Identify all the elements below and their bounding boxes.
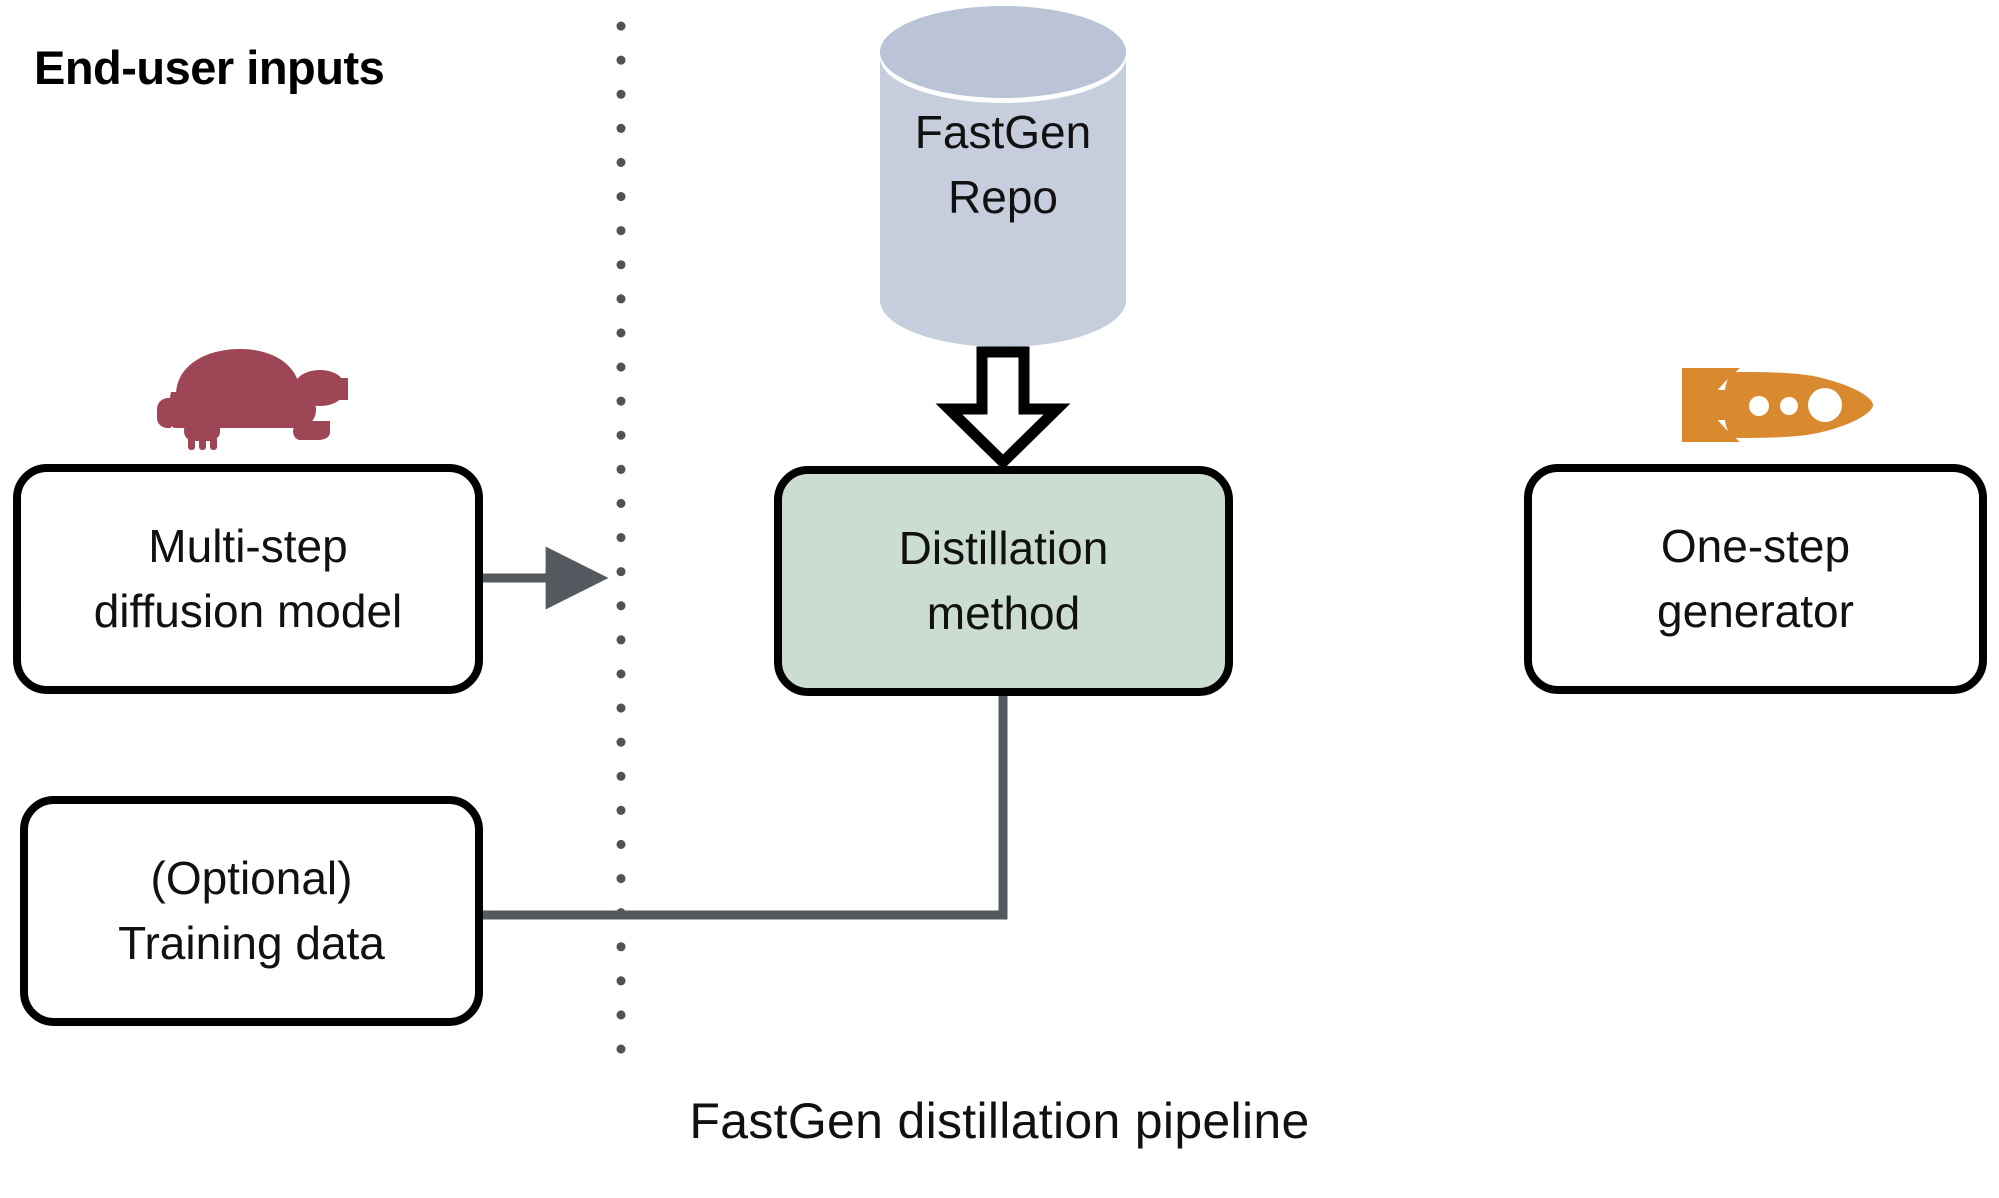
repo-label: FastGen Repo [880, 100, 1126, 231]
repo-label-line1: FastGen [914, 106, 1092, 158]
node-multistep-label-line1: Multi-step [148, 519, 348, 572]
hollow-down-arrow-icon [935, 346, 1071, 470]
node-optional-training-data[interactable]: (Optional) Training data [24, 800, 479, 1022]
section-heading-end-user-inputs: End-user inputs [34, 41, 385, 94]
node-distillation-label-line1: Distillation [898, 521, 1109, 574]
node-onestep-label-line2: generator [1657, 585, 1854, 637]
node-multistep-label-line2: diffusion model [93, 585, 403, 637]
node-optional-label-line1: (Optional) [150, 851, 353, 904]
node-multistep-diffusion-model[interactable]: Multi-step diffusion model [17, 468, 479, 690]
node-optional-label-line2: Training data [118, 917, 385, 969]
diagram-caption: FastGen distillation pipeline [689, 1093, 1310, 1149]
node-onestep-label-line1: One-step [1660, 519, 1851, 572]
node-distillation-label-line2: method [926, 587, 1081, 639]
node-one-step-generator[interactable]: One-step generator [1528, 468, 1983, 690]
turtle-icon [157, 349, 348, 450]
rocket-icon [1682, 368, 1873, 442]
node-distillation-method[interactable]: Distillation method [778, 470, 1229, 692]
repo-label-line2: Repo [948, 171, 1058, 224]
